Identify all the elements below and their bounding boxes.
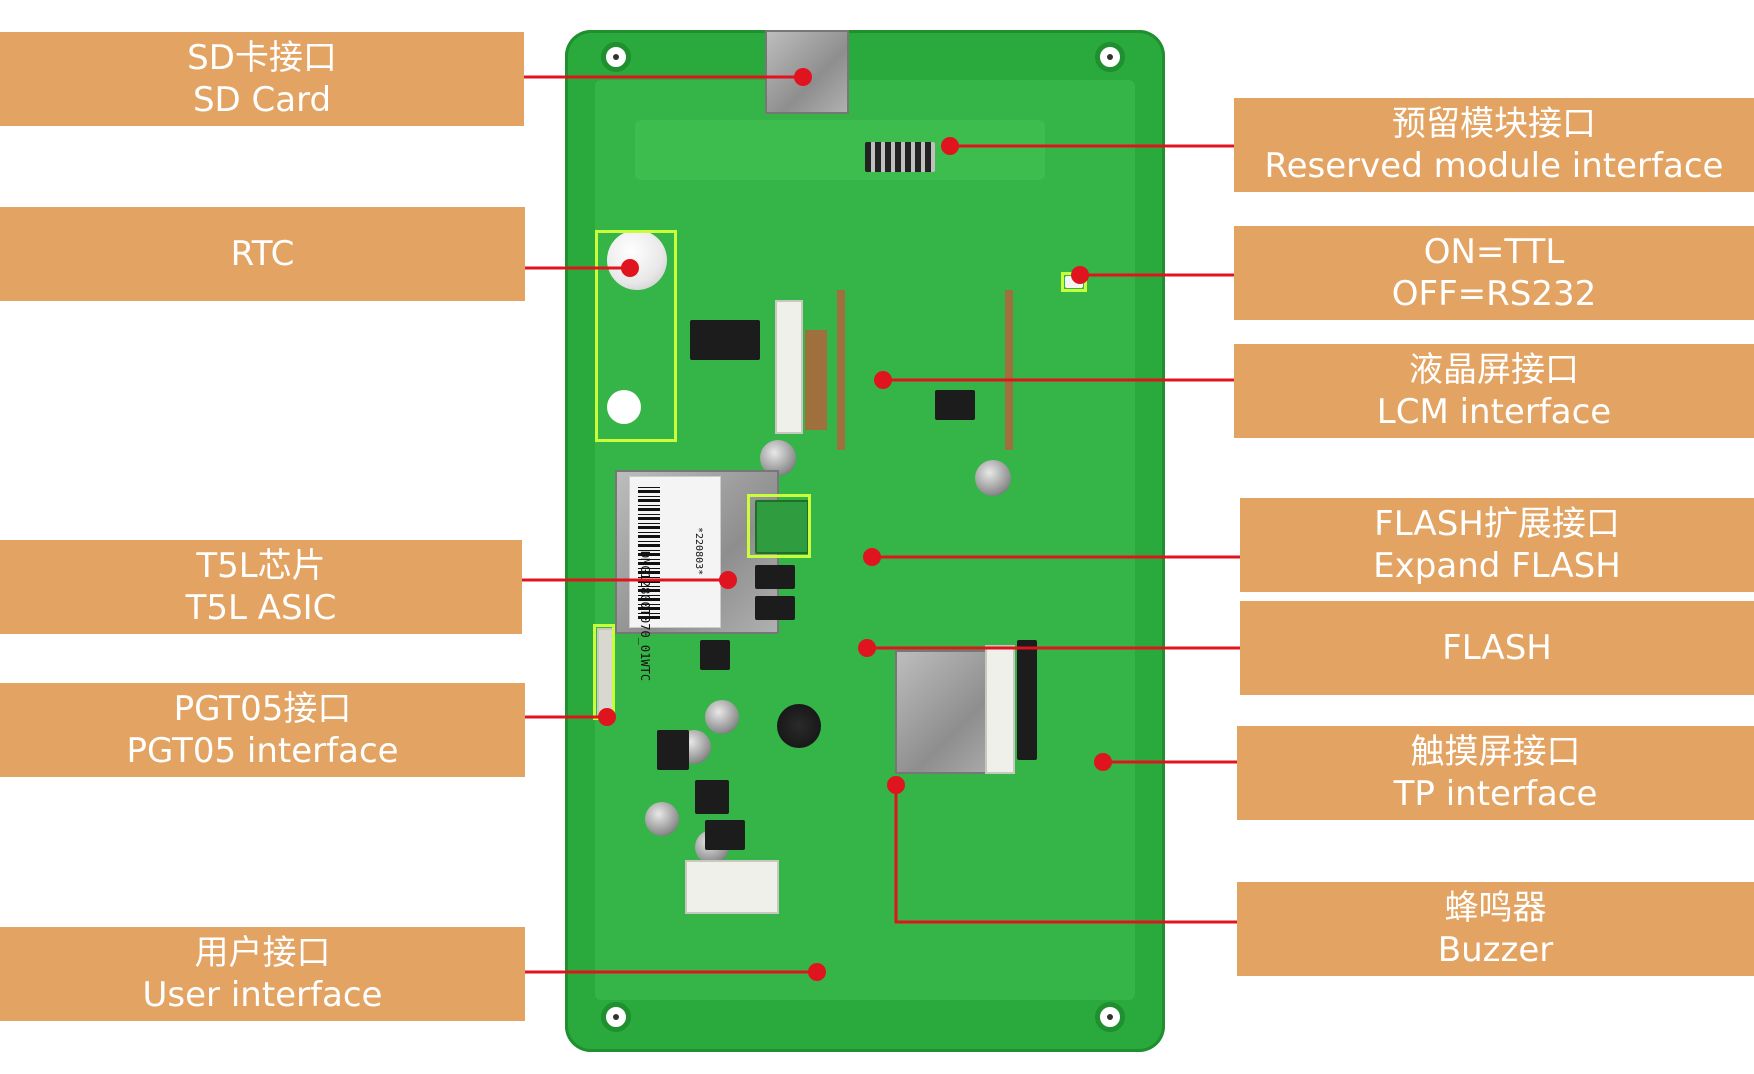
mount-hole-bottom-right (1095, 1002, 1125, 1032)
label-tp: 触摸屏接口 TP interface (1237, 726, 1754, 820)
marker-buzzer (887, 776, 905, 794)
marker-t5l (719, 571, 737, 589)
label-ttl-line1: ON=TTL (1423, 232, 1565, 272)
marker-pgt05 (598, 708, 616, 726)
marker-tp (1094, 753, 1112, 771)
inductor-3 (695, 780, 729, 814)
power-ic-2 (705, 820, 745, 850)
lcm-fpc-strip (837, 290, 845, 450)
label-pgt05-zh: PGT05接口 (173, 689, 352, 729)
flash-ic-1 (755, 565, 795, 589)
label-tp-en: TP interface (1393, 774, 1598, 814)
marker-rtc (621, 259, 639, 277)
marker-reserved-module (941, 137, 959, 155)
label-t5l-zh: T5L芯片 (196, 546, 326, 586)
rtc-ic (690, 320, 760, 360)
label-flash-en: FLASH (1442, 628, 1552, 668)
reserved-module-header (865, 142, 935, 172)
leader-buzzer (894, 785, 1237, 924)
label-sd-card-zh: SD卡接口 (187, 38, 337, 78)
label-pgt05: PGT05接口 PGT05 interface (0, 683, 525, 777)
marker-flash (858, 639, 876, 657)
label-reserved-module-en: Reserved module interface (1264, 146, 1724, 186)
lcm-fpc (805, 330, 827, 430)
copper-area (635, 120, 1045, 180)
buzzer (777, 704, 821, 748)
label-lcm-zh: 液晶屏接口 (1409, 350, 1579, 390)
label-user-interface: 用户接口 User interface (0, 927, 525, 1021)
label-sd-card: SD卡接口 SD Card (0, 32, 524, 126)
mount-hole-top-right (1095, 42, 1125, 72)
label-buzzer: 蜂鸣器 Buzzer (1237, 882, 1754, 976)
label-pgt05-en: PGT05 interface (126, 731, 399, 771)
label-expand-flash-zh: FLASH扩展接口 (1374, 504, 1620, 544)
inductor-2 (657, 730, 689, 770)
flash-ic-2 (755, 596, 795, 620)
crystal-icon (607, 390, 641, 424)
label-ttl-rs232: ON=TTL OFF=RS232 (1234, 226, 1754, 320)
label-flash: FLASH (1240, 601, 1754, 695)
capacitor-3 (705, 700, 739, 734)
marker-user-interface (808, 963, 826, 981)
marker-lcm (874, 371, 892, 389)
label-reserved-module: 预留模块接口 Reserved module interface (1234, 98, 1754, 192)
barcode (638, 485, 660, 619)
rtc-highlight (595, 230, 677, 442)
label-expand-flash: FLASH扩展接口 Expand FLASH (1240, 498, 1754, 592)
t5l-sticker: DMG12800T070_01WTC *220803* (629, 476, 721, 681)
label-tp-zh: 触摸屏接口 (1410, 732, 1581, 772)
marker-sd-card (794, 68, 812, 86)
flash-expand-highlight (747, 494, 811, 558)
lcm-fpc-strip-right (1005, 290, 1013, 450)
marker-expand-flash (863, 548, 881, 566)
inductor (935, 390, 975, 420)
capacitor-5 (645, 802, 679, 836)
label-sd-card-en: SD Card (192, 80, 332, 120)
user-interface-connector (685, 860, 779, 914)
label-user-interface-zh: 用户接口 (194, 933, 331, 973)
label-user-interface-en: User interface (142, 975, 383, 1015)
label-buzzer-en: Buzzer (1437, 930, 1554, 970)
label-t5l-en: T5L ASIC (185, 588, 337, 628)
pcb-board: DMG12800T070_01WTC *220803* (565, 30, 1165, 1052)
label-buzzer-zh: 蜂鸣器 (1444, 888, 1547, 928)
label-expand-flash-en: Expand FLASH (1373, 546, 1621, 586)
capacitor-2 (975, 460, 1011, 496)
label-lcm: 液晶屏接口 LCM interface (1234, 344, 1754, 438)
marker-ttl (1071, 266, 1089, 284)
label-rtc-en: RTC (230, 234, 295, 274)
label-lcm-en: LCM interface (1376, 392, 1612, 432)
label-rtc: RTC (0, 207, 525, 301)
label-ttl-line2: OFF=RS232 (1391, 274, 1597, 314)
label-t5l: T5L芯片 T5L ASIC (0, 540, 522, 634)
label-reserved-module-zh: 预留模块接口 (1392, 104, 1596, 144)
rtc-battery (607, 230, 667, 290)
mount-hole-top-left (601, 42, 631, 72)
power-ic (700, 640, 730, 670)
mount-hole-bottom-left (601, 1002, 631, 1032)
tp-connector (985, 645, 1015, 774)
lcm-connector (775, 300, 803, 434)
tp-fpc (1017, 640, 1037, 760)
